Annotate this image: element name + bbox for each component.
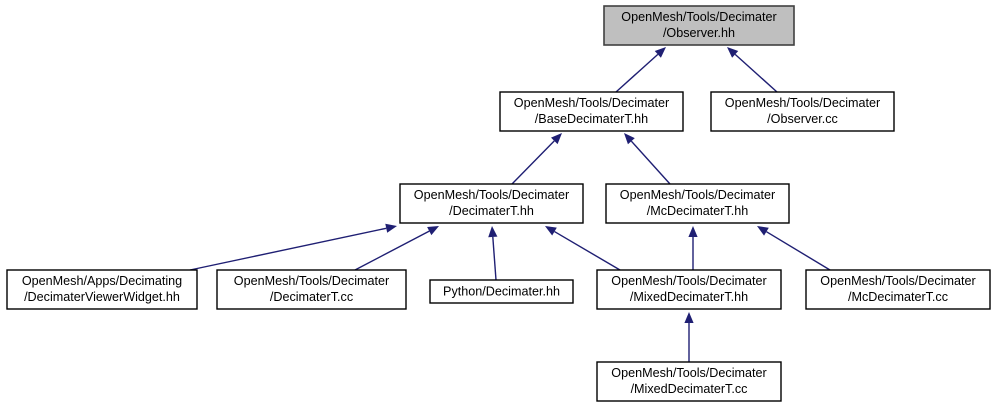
node-mc-decimater-t-cc[interactable]: OpenMesh/Tools/Decimater/McDecimaterT.cc [805,269,991,310]
node-label-line1-mc-decimater-t-cc: OpenMesh/Tools/Decimater [820,274,975,288]
node-box-observer-cc[interactable] [710,91,895,132]
node-mixed-decimater-t-hh[interactable]: OpenMesh/Tools/Decimater/MixedDecimaterT… [596,269,782,310]
node-label-line1-mixed-decimater-t-hh: OpenMesh/Tools/Decimater [611,274,766,288]
node-label-line2-observer-hh: /Observer.hh [663,26,735,40]
node-label-line1-decimater-viewer-widget-hh: OpenMesh/Apps/Decimating [22,274,182,288]
node-box-base-decimater-t-hh[interactable] [499,91,684,132]
edge-base-decimater-t-hh-to-observer-hh [615,47,666,93]
node-label-line2-mc-decimater-t-hh: /McDecimaterT.hh [647,204,748,218]
edge-python-decimater-hh-to-decimater-t-hh [488,226,498,281]
node-box-observer-hh[interactable] [603,5,795,46]
node-box-decimater-t-cc[interactable] [216,269,407,310]
edge-mixed-decimater-t-cc-to-mixed-decimater-t-hh [684,312,694,362]
node-decimater-t-hh[interactable]: OpenMesh/Tools/Decimater/DecimaterT.hh [399,183,584,224]
node-label-line2-mixed-decimater-t-cc: /MixedDecimaterT.cc [631,382,748,396]
node-label-line1-base-decimater-t-hh: OpenMesh/Tools/Decimater [514,96,669,110]
node-decimater-viewer-widget-hh[interactable]: OpenMesh/Apps/Decimating/DecimaterViewer… [6,269,198,310]
node-label-line1-decimater-t-cc: OpenMesh/Tools/Decimater [234,274,389,288]
node-label-line1-observer-hh: OpenMesh/Tools/Decimater [621,10,776,24]
edges-layer [189,47,831,362]
node-observer-hh[interactable]: OpenMesh/Tools/Decimater/Observer.hh [603,5,795,46]
node-label-line1-python-decimater-hh: Python/Decimater.hh [443,284,560,298]
node-decimater-t-cc[interactable]: OpenMesh/Tools/Decimater/DecimaterT.cc [216,269,407,310]
node-label-line2-decimater-t-hh: /DecimaterT.hh [449,204,534,218]
node-box-mixed-decimater-t-hh[interactable] [596,269,782,310]
edge-mc-decimater-t-hh-to-base-decimater-t-hh [624,133,671,185]
node-label-line2-decimater-t-cc: /DecimaterT.cc [270,290,353,304]
nodes-layer: OpenMesh/Tools/Decimater/Observer.hhOpen… [6,5,991,402]
node-base-decimater-t-hh[interactable]: OpenMesh/Tools/Decimater/BaseDecimaterT.… [499,91,684,132]
node-python-decimater-hh[interactable]: Python/Decimater.hh [429,279,574,304]
node-mixed-decimater-t-cc[interactable]: OpenMesh/Tools/Decimater/MixedDecimaterT… [596,361,782,402]
node-observer-cc[interactable]: OpenMesh/Tools/Decimater/Observer.cc [710,91,895,132]
node-label-line1-mixed-decimater-t-cc: OpenMesh/Tools/Decimater [611,366,766,380]
node-box-mc-decimater-t-cc[interactable] [805,269,991,310]
node-label-line1-observer-cc: OpenMesh/Tools/Decimater [725,96,880,110]
node-label-line2-mixed-decimater-t-hh: /MixedDecimaterT.hh [630,290,748,304]
node-label-line1-decimater-t-hh: OpenMesh/Tools/Decimater [414,188,569,202]
edge-mixed-decimater-t-hh-to-decimater-t-hh [545,226,621,271]
edge-decimater-t-hh-to-base-decimater-t-hh [511,133,562,185]
edge-observer-cc-to-observer-hh [727,47,778,93]
node-box-mc-decimater-t-hh[interactable] [605,183,790,224]
node-box-decimater-viewer-widget-hh[interactable] [6,269,198,310]
node-box-mixed-decimater-t-cc[interactable] [596,361,782,402]
node-label-line2-decimater-viewer-widget-hh: /DecimaterViewerWidget.hh [24,290,180,304]
node-mc-decimater-t-hh[interactable]: OpenMesh/Tools/Decimater/McDecimaterT.hh [605,183,790,224]
node-label-line2-base-decimater-t-hh: /BaseDecimaterT.hh [535,112,648,126]
edge-decimater-t-cc-to-decimater-t-hh [354,226,439,271]
edge-mc-decimater-t-cc-to-mc-decimater-t-hh [757,226,831,271]
node-box-python-decimater-hh[interactable] [429,279,574,304]
node-label-line1-mc-decimater-t-hh: OpenMesh/Tools/Decimater [620,188,775,202]
node-label-line2-mc-decimater-t-cc: /McDecimaterT.cc [848,290,948,304]
node-box-decimater-t-hh[interactable] [399,183,584,224]
edge-mixed-decimater-t-hh-to-mc-decimater-t-hh [688,226,698,270]
node-label-line2-observer-cc: /Observer.cc [767,112,838,126]
edge-decimater-viewer-widget-hh-to-decimater-t-hh [189,223,397,271]
